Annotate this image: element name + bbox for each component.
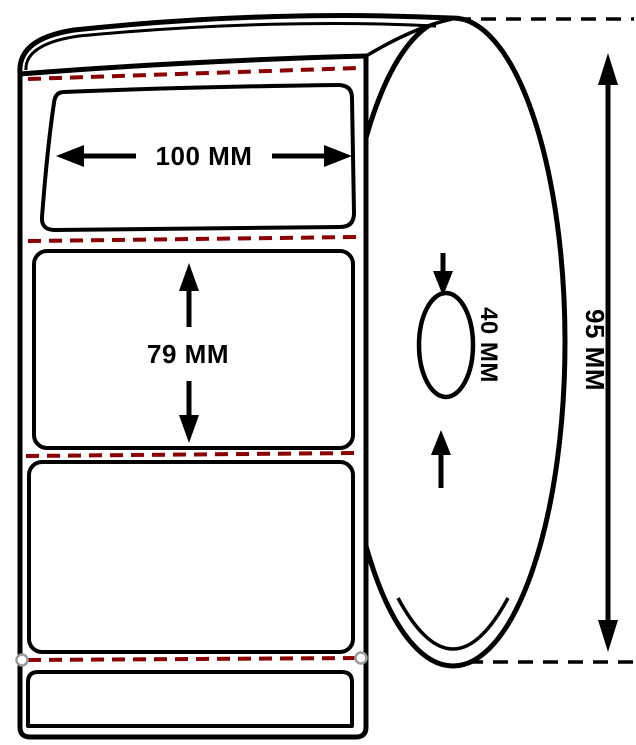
width-arrow-right-head	[324, 145, 352, 167]
perforation-line-1	[27, 66, 359, 81]
roll-core	[416, 290, 476, 400]
roll-top-wrap	[19, 15, 452, 75]
registration-circle-left	[15, 653, 29, 667]
core-dimension: 40 MM	[431, 253, 502, 488]
roll-diameter-dimension: 95 MM	[456, 17, 634, 664]
width-dimension: 100 MM	[56, 141, 352, 171]
registration-circle-right	[354, 651, 368, 665]
height-arrow-top-head	[179, 263, 199, 291]
roll-top-wrap-right-edge	[365, 17, 453, 58]
roll-layer-arc	[396, 597, 510, 651]
width-label: 100 MM	[156, 141, 253, 171]
perforation-line-2	[27, 235, 359, 243]
core-diameter-label: 40 MM	[475, 307, 502, 383]
height-arrow-bottom-head	[179, 415, 199, 443]
label-2	[32, 249, 355, 450]
perforation-line-3	[25, 451, 357, 458]
perforation-line-4	[27, 656, 357, 662]
label-3	[27, 460, 355, 654]
core-arrow-down-head	[433, 271, 453, 296]
width-arrow-left-head	[56, 145, 84, 167]
roll-top-wrap-inner-edge	[24, 21, 437, 71]
diameter-arrow-top-head	[598, 53, 618, 85]
roll-diameter-label: 95 MM	[580, 309, 610, 391]
roll-top-wrap-outer-edge	[17, 13, 454, 77]
label-1	[39, 83, 356, 232]
height-dimension: 79 MM	[147, 263, 229, 443]
height-label: 79 MM	[147, 339, 229, 369]
core-arrow-up-head	[431, 430, 451, 455]
label-4-partial	[26, 670, 354, 728]
diameter-arrow-bottom-head	[598, 620, 618, 652]
